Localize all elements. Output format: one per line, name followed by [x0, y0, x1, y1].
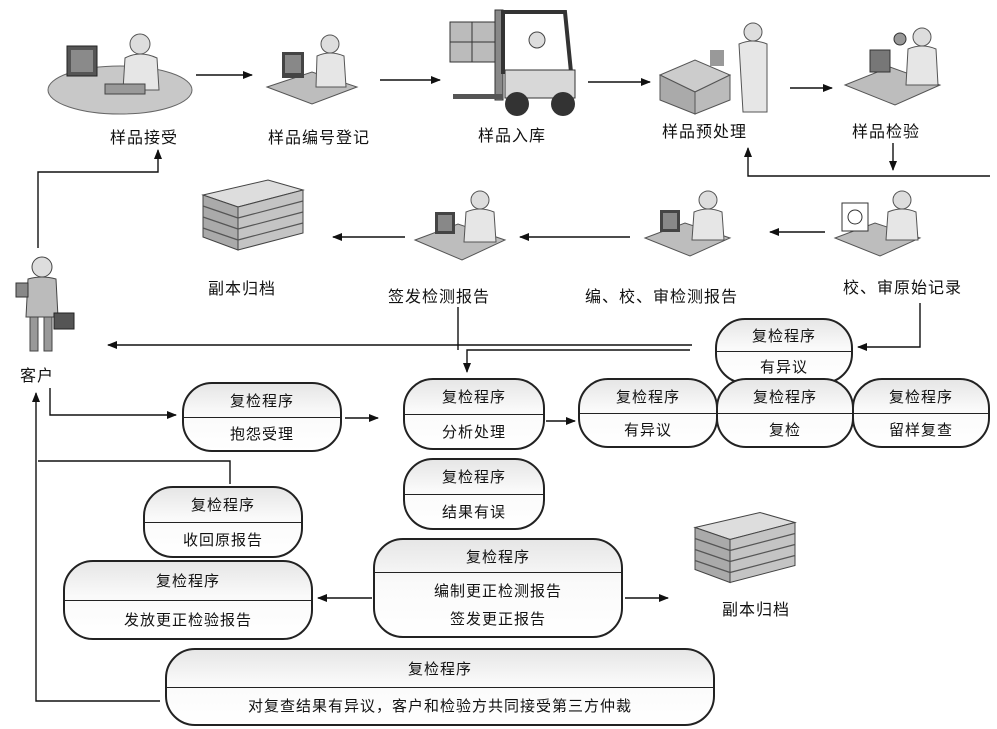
- line-recall-feedback: [38, 460, 231, 484]
- archive-stack-icon: [201, 179, 305, 251]
- arrow-customer-to-complaint: [49, 388, 177, 419]
- pill-release-corrected: 复检程序 发放更正检验报告: [63, 560, 313, 640]
- arrow-checkraw-to-objection: [857, 303, 921, 351]
- pill-heading: 复检程序: [718, 380, 852, 414]
- pill-result-error: 复检程序 结果有误: [403, 458, 545, 530]
- arrow-back-to-pretreat: [744, 147, 990, 177]
- pill-analyze: 复检程序 分析处理: [403, 378, 545, 450]
- pill-heading: 复检程序: [375, 540, 621, 573]
- label-archive-1: 副本归档: [208, 279, 277, 298]
- pill-body: 收回原报告: [182, 530, 263, 549]
- reception-worker-icon: [47, 33, 193, 115]
- label-compile-report: 编、校、审检测报告: [585, 287, 739, 306]
- pill-body: 有异议: [759, 358, 808, 377]
- arrow-merge-to-analyze: [463, 349, 690, 373]
- pill-objection-top: 复检程序 有异议: [715, 318, 853, 384]
- label-issue-report: 签发检测报告: [388, 287, 491, 306]
- pill-body: 复检: [768, 421, 801, 440]
- pill-heading: 复检程序: [167, 650, 713, 688]
- pill-recall-report: 复检程序 收回原报告: [143, 486, 303, 558]
- report-compile-worker-icon: [643, 190, 732, 257]
- arrow-customer-to-receive: [37, 149, 162, 248]
- issue-corrected-text: 签发更正报告: [449, 609, 546, 628]
- label-sample-numbering: 样品编号登记: [268, 128, 371, 147]
- pill-heading: 复检程序: [184, 384, 340, 418]
- numbering-worker-icon: [265, 34, 359, 105]
- pill-body: 发放更正检验报告: [123, 610, 252, 629]
- pill-arbitration: 复检程序 对复查结果有异议，客户和检验方共同接受第三方仲裁: [165, 648, 715, 726]
- pill-body: 有异议: [623, 421, 672, 440]
- inspection-worker-icon: [843, 27, 942, 106]
- pill-heading: 复检程序: [65, 562, 311, 601]
- pill-body: 分析处理: [441, 422, 506, 441]
- label-sample-inspect: 样品检验: [852, 122, 921, 141]
- report-issue-worker-icon: [413, 190, 507, 261]
- compile-corrected-text: 编制更正检测报告: [433, 581, 562, 600]
- pill-objection: 复检程序 有异议: [578, 378, 718, 448]
- archive-stack-icon-2: [693, 511, 797, 584]
- forklift-icon: [449, 9, 576, 116]
- arrow-arbitration-to-customer: [32, 392, 160, 702]
- records-check-worker-icon: [833, 190, 922, 257]
- label-sample-receive: 样品接受: [110, 128, 179, 147]
- customer-figure-icon: [15, 256, 75, 352]
- pill-heading: 复检程序: [717, 320, 851, 352]
- label-customer: 客户: [20, 366, 55, 385]
- pill-retain-sample: 复检程序 留样复查: [852, 378, 990, 448]
- pill-heading: 复检程序: [580, 380, 716, 414]
- label-sample-pretreat: 样品预处理: [662, 122, 748, 141]
- pill-heading: 复检程序: [145, 488, 301, 523]
- pill-recheck: 复检程序 复检: [716, 378, 854, 448]
- label-sample-storage: 样品入库: [478, 126, 547, 145]
- label-archive-2: 副本归档: [722, 600, 791, 619]
- pretreatment-worker-icon: [658, 22, 768, 115]
- pill-body: 抱怨受理: [229, 425, 294, 444]
- pill-heading: 复检程序: [854, 380, 988, 414]
- pill-corrected-report: 复检程序 编制更正检测报告 签发更正报告: [373, 538, 623, 638]
- pill-body: 结果有误: [441, 502, 506, 521]
- label-check-raw-records: 校、审原始记录: [843, 278, 963, 297]
- pill-heading: 复检程序: [405, 460, 543, 495]
- pill-body: 留样复查: [888, 421, 953, 440]
- pill-complaint: 复检程序 抱怨受理: [182, 382, 342, 452]
- pill-heading: 复检程序: [405, 380, 543, 415]
- pill-body: 对复查结果有异议，客户和检验方共同接受第三方仲裁: [247, 697, 632, 716]
- pill-body: 编制更正检测报告 签发更正报告: [375, 573, 621, 636]
